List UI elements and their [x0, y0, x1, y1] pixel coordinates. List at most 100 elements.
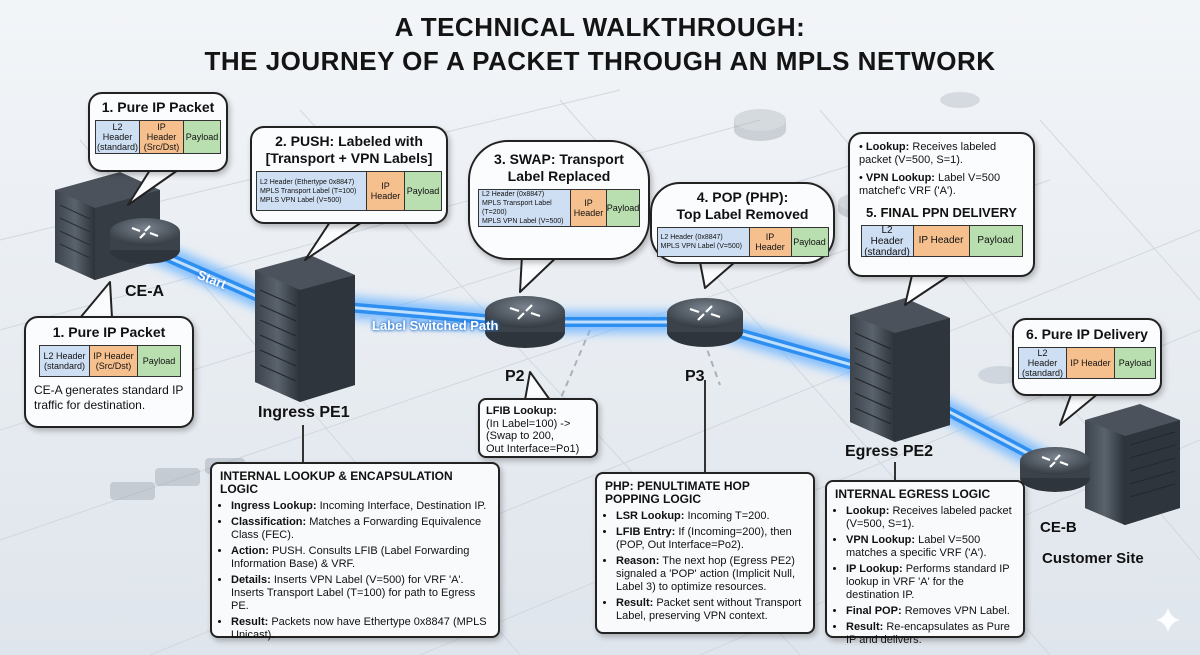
- ce-b-label: CE-B: [1040, 519, 1077, 536]
- item-key: LSR Lookup:: [616, 510, 685, 522]
- ingress-logic-list: Ingress Lookup: Incoming Interface, Dest…: [220, 500, 490, 642]
- item-key: Result:: [231, 616, 269, 628]
- list-item: Details: Inserts VPN Label (V=500) for V…: [231, 574, 490, 613]
- step4-title-line2: Top Label Removed: [676, 206, 809, 222]
- step4-title-line1: 4. POP (PHP):: [696, 189, 789, 205]
- l2-header-cell: L2 Header (standard): [861, 225, 914, 258]
- l2-header-cell: L2 Header (standard): [1019, 348, 1067, 378]
- list-item: Lookup: Receives labeled packet (V=500, …: [846, 505, 1015, 531]
- step1-side-packet: L2 Header (standard) IP Header (Src/Dst)…: [39, 345, 181, 377]
- step6-packet: L2 Header (standard) IP Header Payload: [1018, 347, 1156, 379]
- list-item: Classification: Matches a Forwarding Equ…: [231, 516, 490, 542]
- lsp-label: Label Switched Path: [372, 318, 499, 333]
- item-key: Final POP:: [846, 605, 902, 617]
- item-value: Re-encapsulates as Pure IP and delivers.: [846, 621, 1010, 646]
- step5-bubble: • Lookup: Receives labeled packet (V=500…: [848, 132, 1035, 277]
- step5-vpn-key: VPN Lookup:: [865, 172, 935, 184]
- l2-mpls-stack-cell: L2 Header (0x8847) MPLS VPN Label (V=500…: [657, 228, 750, 256]
- payload-cell: Payload: [1115, 348, 1155, 378]
- sparkle-icon: [1156, 608, 1180, 632]
- step2-title-line1: 2. PUSH: Labeled with: [275, 133, 423, 149]
- php-panel-title-line1: PHP: PENULTIMATE HOP: [605, 479, 750, 493]
- vpn-label-text: MPLS VPN Label (V=500): [482, 218, 564, 225]
- step5-lookup-value: Receives labeled packet (V=500, S=1).: [859, 141, 997, 166]
- php-logic-list: LSR Lookup: Incoming T=200. LFIB Entry: …: [605, 510, 805, 623]
- vpn-label-text: MPLS VPN Label (V=500): [660, 243, 743, 250]
- lfib-line4: Out Interface=Po1): [486, 442, 580, 455]
- item-key: Result:: [616, 597, 654, 609]
- transport-label-text: MPLS Transport Label (T=200): [482, 200, 552, 216]
- step3-title-line2: Label Replaced: [507, 168, 611, 184]
- egress-logic-panel: INTERNAL EGRESS LOGIC Lookup: Receives l…: [825, 480, 1025, 646]
- item-value: The next hop (Egress PE2) signaled a 'PO…: [616, 555, 796, 593]
- php-panel-title-line2: POPPING LOGIC: [605, 492, 702, 506]
- l2-mpls-stack-cell: L2 Header (0x8847) MPLS Transport Label …: [479, 190, 571, 226]
- item-key: Classification:: [231, 516, 307, 528]
- item-key: LFIB Entry:: [616, 526, 676, 538]
- dashed-links: [559, 329, 721, 401]
- item-value: Removes VPN Label.: [904, 605, 1010, 617]
- ip-header-cell: IP Header: [571, 190, 607, 226]
- step4-bubble: 4. POP (PHP): Top Label Removed L2 Heade…: [650, 182, 835, 264]
- ingress-logic-panel: INTERNAL LOOKUP & ENCAPSULATION LOGIC In…: [210, 462, 500, 641]
- p3-label: P3: [685, 368, 705, 385]
- list-item: LSR Lookup: Incoming T=200.: [616, 510, 805, 523]
- list-item: Ingress Lookup: Incoming Interface, Dest…: [231, 500, 490, 513]
- item-key: VPN Lookup:: [846, 534, 916, 546]
- l2-ethertype-text: L2 Header (0x8847): [482, 191, 545, 198]
- lfib-line2: (In Label=100) ->: [486, 417, 571, 430]
- step3-title-line1: 3. SWAP: Transport: [494, 151, 624, 167]
- page-title-line2: THE JOURNEY OF A PACKET THROUGH AN MPLS …: [204, 46, 996, 76]
- l2-mpls-stack-cell: L2 Header (Ethertype 0x8847) MPLS Transp…: [257, 172, 367, 210]
- payload-cell: Payload: [607, 190, 639, 226]
- ip-header-cell: IP Header (Src/Dst): [140, 121, 184, 153]
- php-logic-panel: PHP: PENULTIMATE HOP POPPING LOGIC LSR L…: [595, 472, 815, 634]
- item-value: Receives labeled packet (V=500, S=1).: [846, 505, 1012, 530]
- egress-logic-list: Lookup: Receives labeled packet (V=500, …: [835, 505, 1015, 647]
- l2-ethertype-text: L2 Header (0x8847): [660, 234, 723, 241]
- list-item: VPN Lookup: Label V=500 matches a specif…: [846, 534, 1015, 560]
- transport-label-text: MPLS Transport Label (T=100): [260, 187, 357, 195]
- ip-header-cell: IP Header: [367, 172, 405, 210]
- l2-ethertype-text: L2 Header (Ethertype 0x8847): [260, 178, 355, 186]
- step5-title: 5. FINAL PPN DELIVERY: [866, 205, 1017, 220]
- payload-cell: Payload: [969, 226, 1022, 256]
- l2-header-cell: L2 Header (standard): [40, 346, 90, 376]
- list-item: Result: Packets now have Ethertype 0x884…: [231, 616, 490, 642]
- step3-packet: L2 Header (0x8847) MPLS Transport Label …: [478, 189, 640, 227]
- step2-title-line2: [Transport + VPN Labels]: [265, 150, 433, 166]
- page-title-line1: A TECHNICAL WALKTHROUGH:: [394, 12, 806, 42]
- item-value: Matches a Forwarding Equivalence Class (…: [231, 516, 482, 541]
- step5-lookup-key: Lookup:: [865, 141, 910, 153]
- item-value: If (Incoming=200), then (POP, Out Interf…: [616, 526, 792, 551]
- ip-header-cell: IP Header: [913, 226, 970, 256]
- item-value: Incoming T=200.: [687, 510, 770, 522]
- item-key: Ingress Lookup:: [231, 500, 317, 512]
- step6-bubble: 6. Pure IP Delivery L2 Header (standard)…: [1012, 318, 1162, 396]
- list-item: Result: Packet sent without Transport La…: [616, 597, 805, 623]
- step1-top-bubble: 1. Pure IP Packet L2 Header (standard) I…: [88, 92, 228, 172]
- list-item: LFIB Entry: If (Incoming=200), then (POP…: [616, 526, 805, 552]
- customer-site-label: Customer Site: [1042, 550, 1144, 567]
- item-key: IP Lookup:: [846, 563, 903, 575]
- list-item: IP Lookup: Performs standard IP lookup i…: [846, 563, 1015, 602]
- list-item: Final POP: Removes VPN Label.: [846, 605, 1015, 618]
- step5-packet: L2 Header (standard) IP Header Payload: [860, 225, 1023, 258]
- item-key: Lookup:: [846, 505, 890, 517]
- item-key: Reason:: [616, 555, 660, 567]
- panel-connectors: [302, 380, 896, 480]
- step1-side-title: 1. Pure IP Packet: [52, 324, 166, 340]
- item-value: Incoming Interface, Destination IP.: [319, 500, 487, 512]
- item-value: Label V=500 matches a specific VRF ('A')…: [846, 534, 987, 559]
- pe2-label: Egress PE2: [845, 443, 934, 460]
- step1-top-title: 1. Pure IP Packet: [101, 99, 215, 115]
- step1-side-bubble: 1. Pure IP Packet L2 Header (standard) I…: [24, 316, 194, 428]
- list-item: Result: Re-encapsulates as Pure IP and d…: [846, 621, 1015, 647]
- ce-b-device: [1020, 404, 1180, 525]
- step5-lookup-text: • Lookup: Receives labeled packet (V=500…: [859, 141, 997, 166]
- ip-header-cell: IP Header: [749, 228, 792, 256]
- ingress-panel-title: INTERNAL LOOKUP & ENCAPSULATION LOGIC: [220, 469, 453, 496]
- payload-cell: Payload: [184, 121, 220, 153]
- item-value: Inserts VPN Label (V=500) for VRF 'A'. I…: [231, 574, 476, 612]
- step4-packet: L2 Header (0x8847) MPLS VPN Label (V=500…: [656, 227, 829, 257]
